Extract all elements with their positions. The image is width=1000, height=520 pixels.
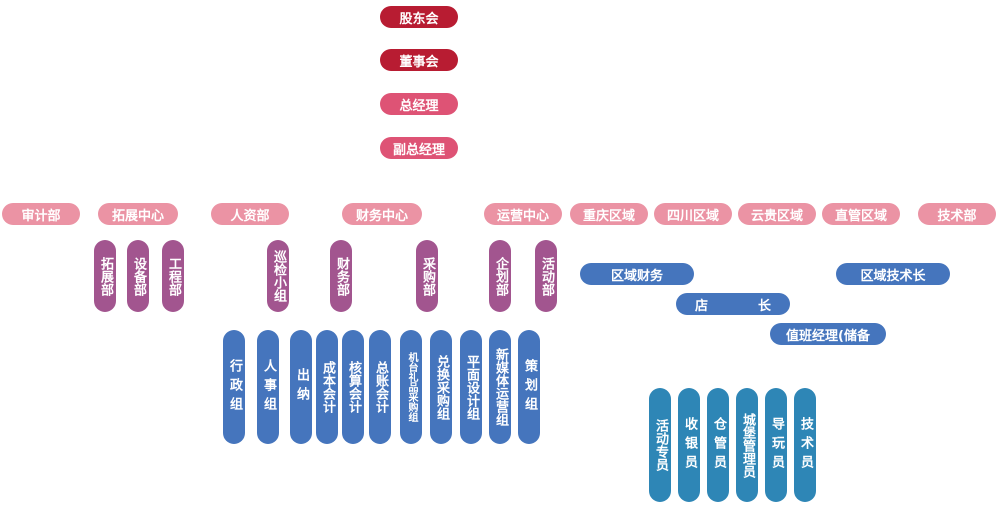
chongqing-region-node: 重庆区域 bbox=[570, 203, 648, 225]
strategy-team-node: 策划组 bbox=[518, 330, 540, 444]
deputy-gm-node: 副总经理 bbox=[380, 137, 458, 159]
hr-dept-node: 人资部 bbox=[211, 203, 289, 225]
gift-purchasing-team-node: 机台礼品采购组 bbox=[400, 330, 422, 444]
guide-staff-node: 导玩员 bbox=[765, 388, 787, 502]
finance-center-node: 财务中心 bbox=[342, 203, 422, 225]
operations-center-node: 运营中心 bbox=[484, 203, 562, 225]
inspection-team-node: 巡检小组 bbox=[267, 240, 289, 312]
audit-accounting-node: 核算会计 bbox=[342, 330, 364, 444]
new-media-team-node: 新媒体运营组 bbox=[489, 330, 511, 444]
event-specialist-node: 活动专员 bbox=[649, 388, 671, 502]
tech-dept-node: 技术部 bbox=[918, 203, 996, 225]
audit-dept-node: 审计部 bbox=[2, 203, 80, 225]
expansion-center-node: 拓展中心 bbox=[98, 203, 178, 225]
general-manager-node: 总经理 bbox=[380, 93, 458, 115]
shareholders-node: 股东会 bbox=[380, 6, 458, 28]
duty-manager-node: 值班经理(储备 bbox=[770, 323, 886, 345]
finance-dept-node: 财务部 bbox=[330, 240, 352, 312]
board-node: 董事会 bbox=[380, 49, 458, 71]
technician-node: 技术员 bbox=[794, 388, 816, 502]
exchange-purchasing-team-node: 兑换采购组 bbox=[430, 330, 452, 444]
cashier-team-node: 出纳 bbox=[290, 330, 312, 444]
events-dept-node: 活动部 bbox=[535, 240, 557, 312]
regional-finance-node: 区域财务 bbox=[580, 263, 694, 285]
direct-region-node: 直管区域 bbox=[822, 203, 900, 225]
graphic-design-team-node: 平面设计组 bbox=[460, 330, 482, 444]
expansion-dept-node: 拓展部 bbox=[94, 240, 116, 312]
equipment-dept-node: 设备部 bbox=[127, 240, 149, 312]
purchasing-dept-node: 采购部 bbox=[416, 240, 438, 312]
cashier-staff-node: 收银员 bbox=[678, 388, 700, 502]
engineering-dept-node: 工程部 bbox=[162, 240, 184, 312]
store-manager-node: 店长 bbox=[676, 293, 790, 315]
cost-accounting-node: 成本会计 bbox=[316, 330, 338, 444]
regional-tech-lead-node: 区域技术长 bbox=[836, 263, 950, 285]
yungui-region-node: 云贵区域 bbox=[738, 203, 816, 225]
admin-team-node: 行政组 bbox=[223, 330, 245, 444]
warehouse-staff-node: 仓管员 bbox=[707, 388, 729, 502]
personnel-team-node: 人事组 bbox=[257, 330, 279, 444]
planning-dept-node: 企划部 bbox=[489, 240, 511, 312]
sichuan-region-node: 四川区域 bbox=[654, 203, 732, 225]
castle-manager-node: 城堡管理员 bbox=[736, 388, 758, 502]
general-ledger-node: 总账会计 bbox=[369, 330, 391, 444]
